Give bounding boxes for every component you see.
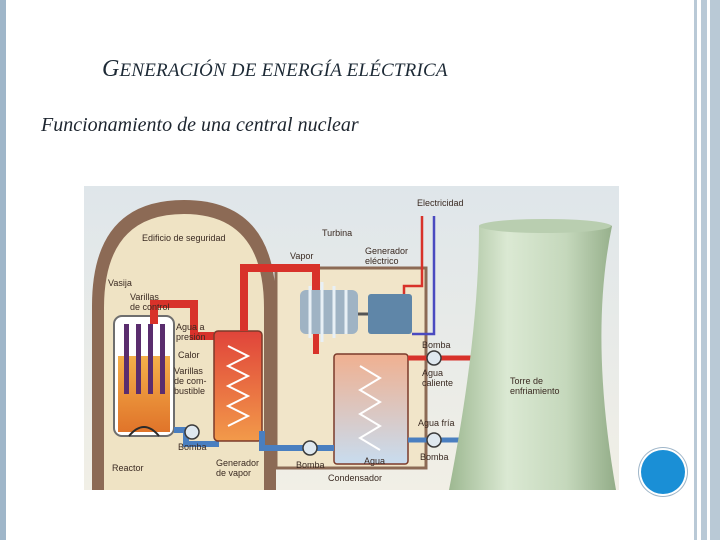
control-rod-3 [148, 324, 153, 394]
slide-title-rest: ENERACIÓN DE ENERGÍA ELÉCTRICA [120, 60, 448, 81]
pump-bottom-icon [303, 441, 317, 455]
nuclear-plant-diagram: Edificio de seguridad Turbina Electricid… [84, 186, 619, 490]
label-pump-bottom-right: Bomba [420, 452, 449, 462]
label-hot-water: Agua caliente [422, 368, 453, 388]
label-reactor: Reactor [112, 463, 144, 473]
label-steam: Vapor [290, 251, 313, 261]
pump-left-icon [185, 425, 199, 439]
label-pump-bottom: Bomba [296, 460, 325, 470]
steam-generator [214, 331, 262, 441]
label-control-rods: Varillas de control [130, 292, 170, 312]
label-turbine: Turbina [322, 228, 352, 238]
label-condenser: Condensador [328, 473, 382, 483]
control-rod-4 [160, 324, 165, 394]
electric-generator [368, 294, 412, 334]
condenser [334, 354, 408, 464]
label-pump-top-right: Bomba [422, 340, 451, 350]
slide-subtitle: Funcionamiento de una central nuclear [41, 114, 359, 137]
label-steam-generator: Generador de vapor [216, 458, 259, 478]
control-rod-1 [124, 324, 129, 394]
label-pressurized-water: Agua a presión [176, 322, 206, 342]
label-fuel-rods: Varillas de com- bustible [174, 366, 207, 396]
pump-top-right-icon [427, 351, 441, 365]
slide-title: GENERACIÓN DE ENERGÍA ELÉCTRICA [102, 56, 448, 83]
slide-title-initial: G [102, 56, 120, 82]
label-safety-building: Edificio de seguridad [142, 233, 226, 243]
label-pump-left: Bomba [178, 442, 207, 452]
label-cold-water: Agua fría [418, 418, 455, 428]
label-heat: Calor [178, 350, 200, 360]
decorative-circle [641, 450, 685, 494]
label-generator: Generador eléctrico [365, 246, 408, 266]
label-electricity: Electricidad [417, 198, 464, 208]
right-decorative-border [692, 0, 720, 540]
pump-bottom-right-icon [427, 433, 441, 447]
left-decorative-border [0, 0, 9, 540]
control-rod-2 [136, 324, 141, 394]
label-vessel: Vasija [108, 278, 132, 288]
label-water: Agua [364, 456, 385, 466]
cooling-tower-rim [479, 219, 611, 233]
label-cooling-tower: Torre de enfriamiento [510, 376, 560, 396]
